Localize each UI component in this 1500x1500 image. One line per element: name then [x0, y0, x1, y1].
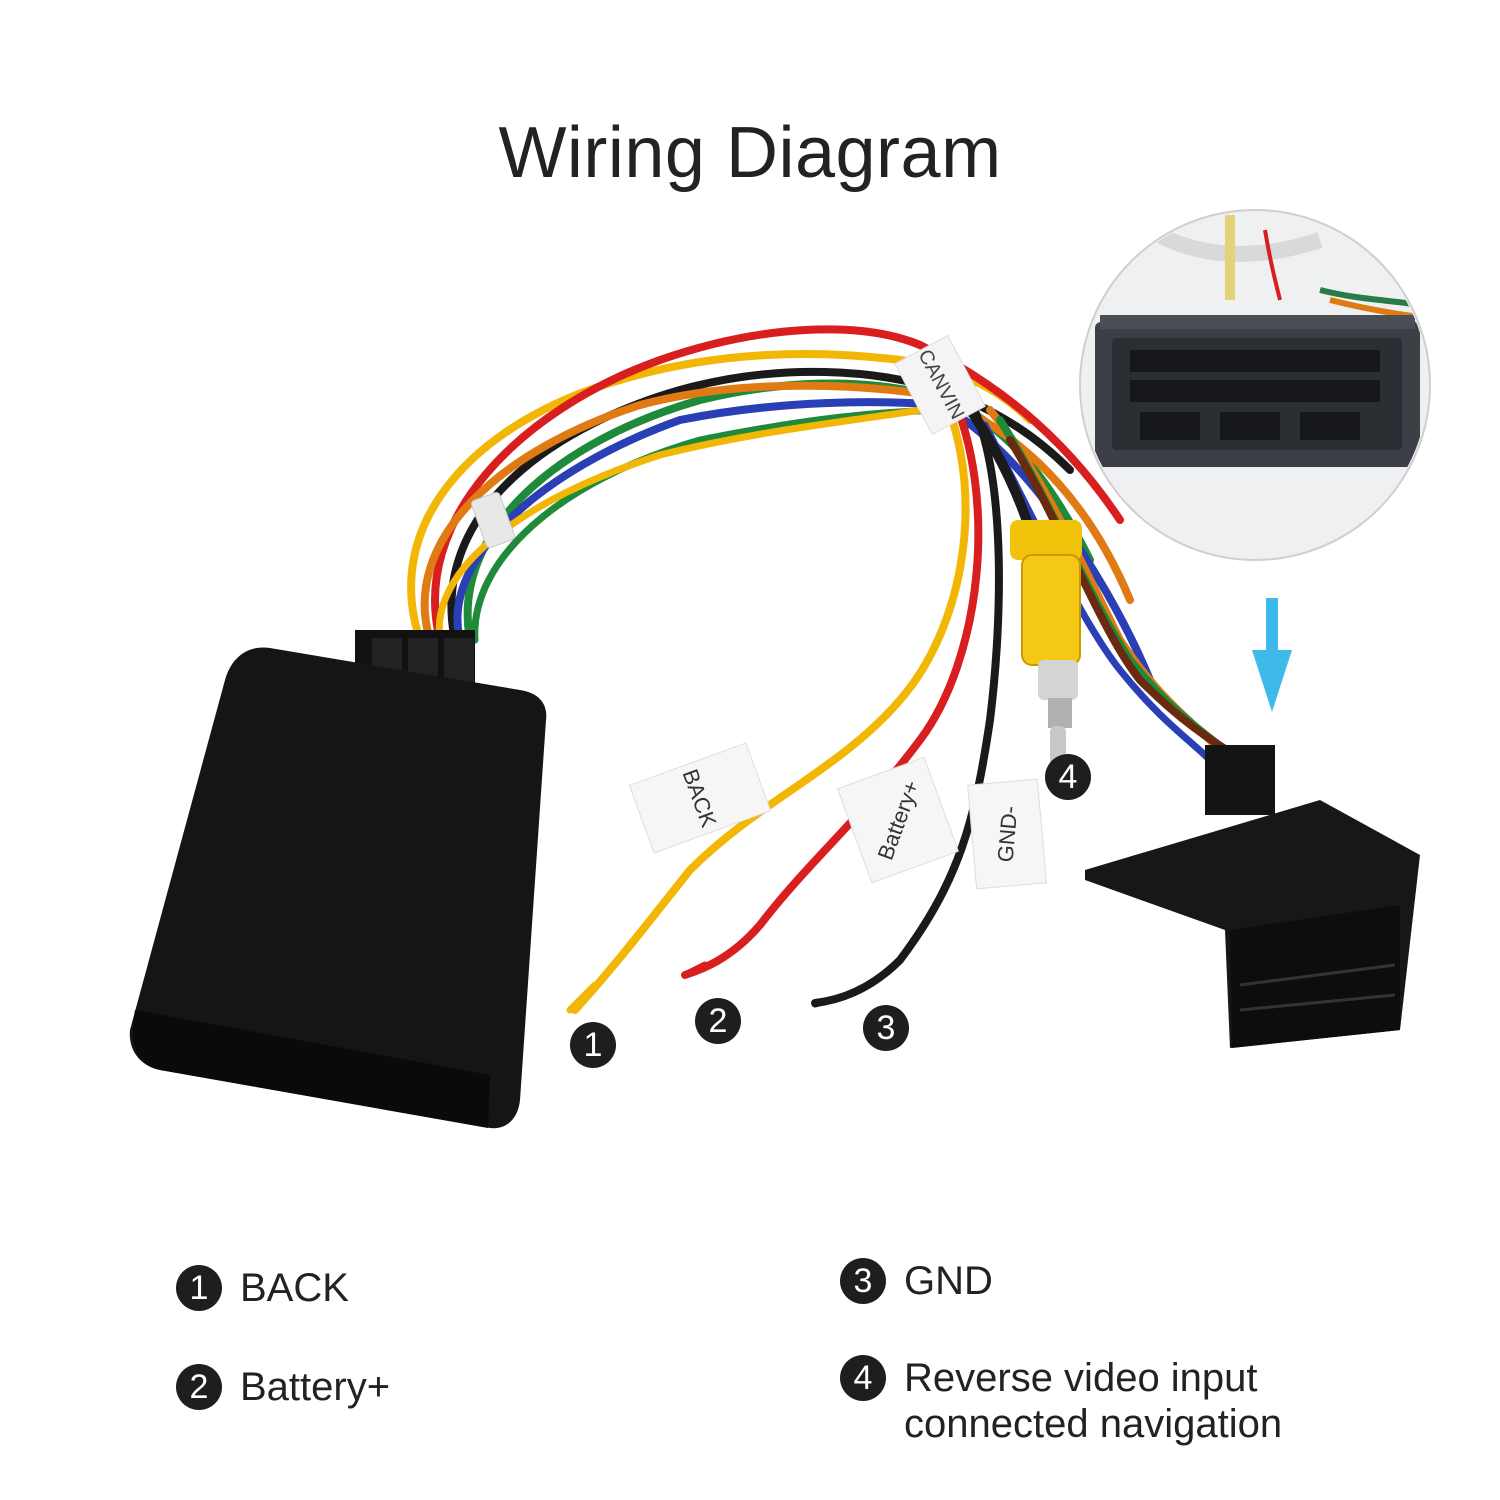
cable-tie [470, 492, 516, 548]
legend-label: GND [904, 1259, 993, 1303]
legend-label: Battery+ [240, 1365, 391, 1409]
callout-4: 4 [1045, 754, 1091, 800]
legend-num: 4 [840, 1355, 886, 1401]
legend-num: 3 [840, 1258, 886, 1304]
callout-2: 2 [695, 998, 741, 1044]
rca-plug [1010, 520, 1082, 774]
decoder-module [129, 630, 547, 1129]
wire-tag-gnd: GND- [967, 778, 1047, 890]
wire-harness [407, 325, 1239, 764]
legend-label: Reverse video input connected navigation [904, 1355, 1282, 1447]
down-arrow-icon [1252, 598, 1292, 712]
legend-item-back: 1 BACK [176, 1265, 349, 1311]
legend-item-gnd: 3 GND [840, 1258, 993, 1304]
wire-tag-can: CANVIN [894, 334, 986, 436]
wire-tag-battery: Battery+ [837, 756, 959, 884]
page-title: Wiring Diagram [498, 113, 1002, 193]
wire-tag-gnd-text: GND- [993, 805, 1023, 863]
legend-num: 2 [176, 1364, 222, 1410]
loose-wires [571, 366, 1035, 1014]
legend-item-video: 4 Reverse video input connected navigati… [840, 1355, 1282, 1447]
callout-1: 1 [570, 1022, 616, 1068]
callout-3: 3 [863, 1005, 909, 1051]
vehicle-connector [1085, 745, 1420, 1048]
legend-item-battery: 2 Battery+ [176, 1364, 390, 1410]
wire-tag-back: BACK [628, 742, 772, 854]
legend-num: 1 [176, 1265, 222, 1311]
connector-zoom-inset [1079, 209, 1431, 561]
legend-label: BACK [240, 1266, 349, 1310]
legend-label-line1: Reverse video input [904, 1356, 1258, 1400]
wire-ends [566, 961, 844, 1014]
legend-label-line2: connected navigation [904, 1402, 1283, 1446]
